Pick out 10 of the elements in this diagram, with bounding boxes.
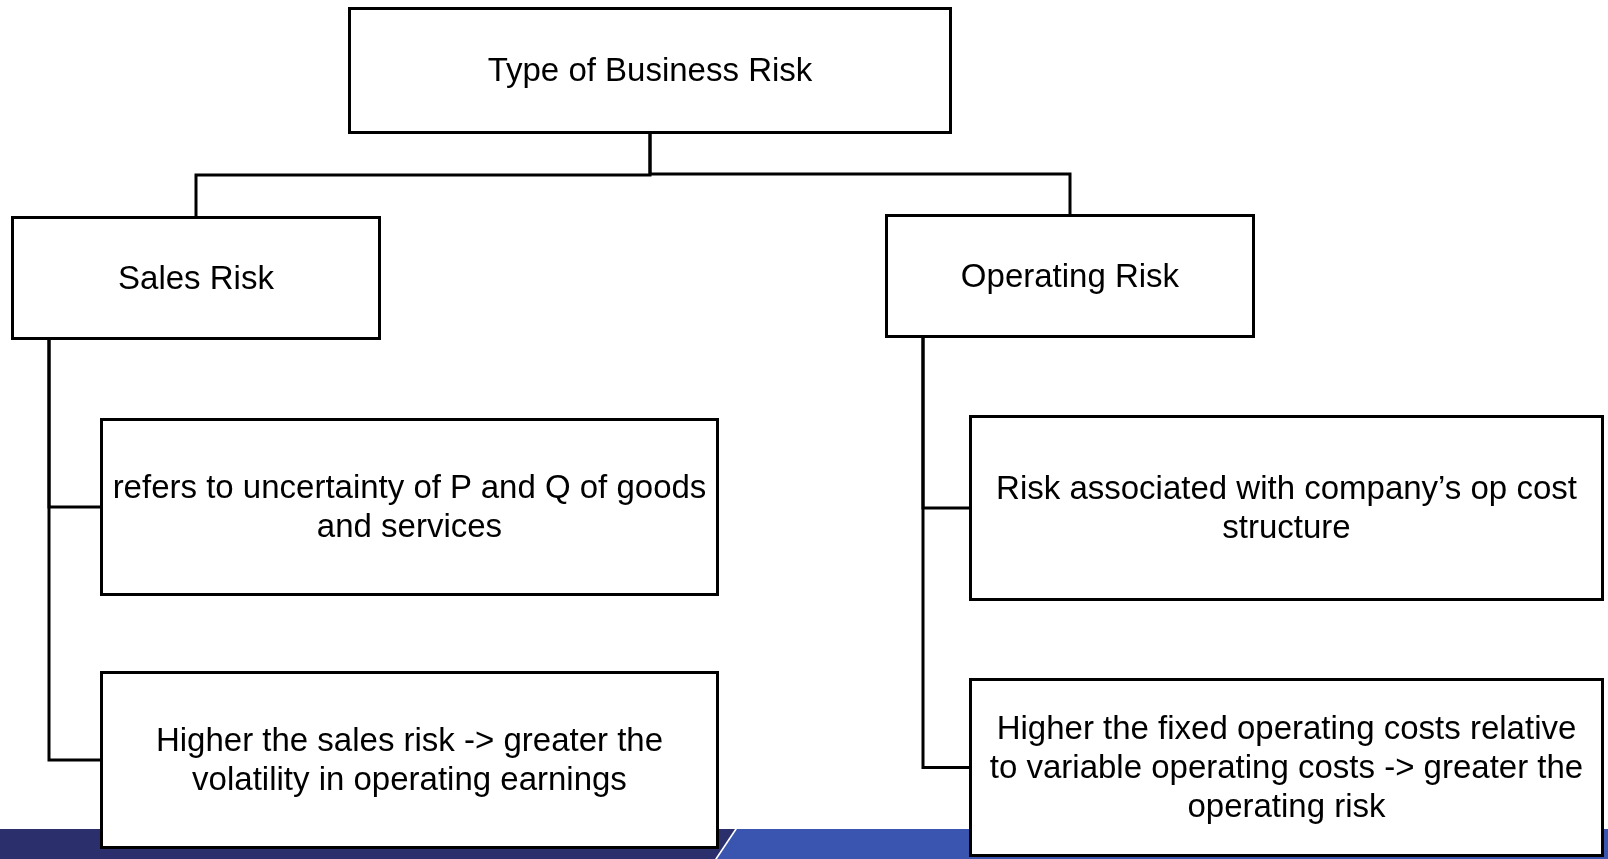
text-box: Risk associated with company’s op cost structure — [969, 415, 1604, 601]
text-box: Type of Business Risk — [348, 7, 952, 134]
connector-line — [47, 340, 100, 762]
text-box: Higher the fixed operating costs relative to variable operating costs -> greater the operating risk — [969, 678, 1604, 857]
text-box: Higher the sales risk -> greater the volatility in operating earnings — [100, 671, 719, 849]
connector-line — [921, 338, 969, 769]
connector-line — [648, 134, 1072, 214]
text-box: Operating Risk — [885, 214, 1255, 338]
text-box: Sales Risk — [11, 216, 381, 340]
text-box: refers to uncertainty of P and Q of goods and services — [100, 418, 719, 596]
